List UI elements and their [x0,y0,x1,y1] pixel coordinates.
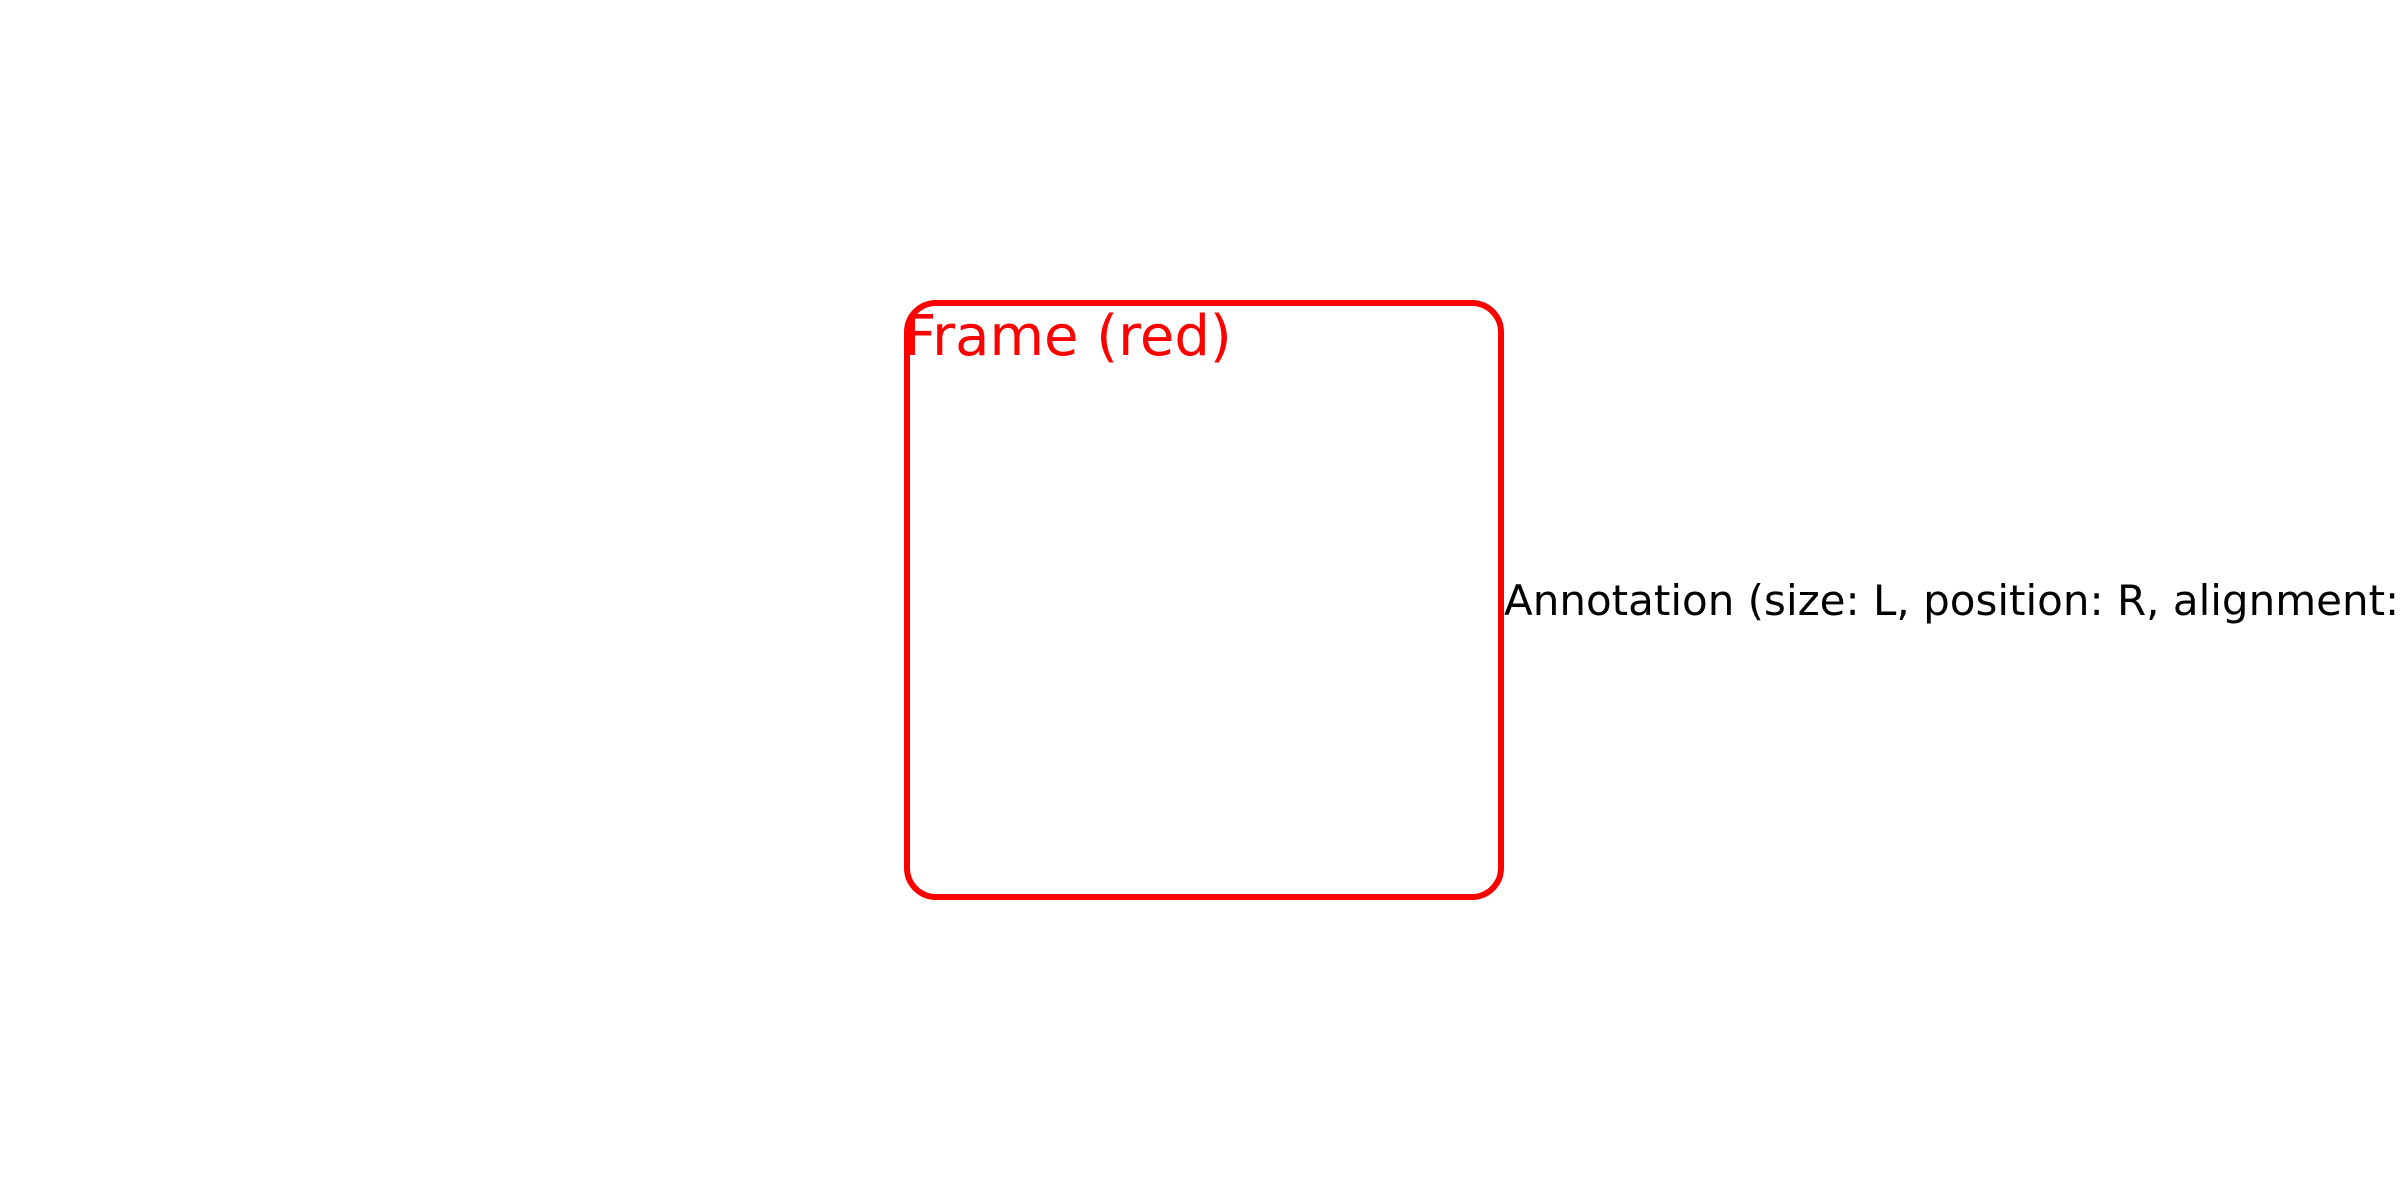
frame-label: Frame (red) [904,304,1232,369]
red-frame [904,300,1504,900]
annotation-label: Annotation (size: L, position: R, alignm… [1504,576,2400,626]
